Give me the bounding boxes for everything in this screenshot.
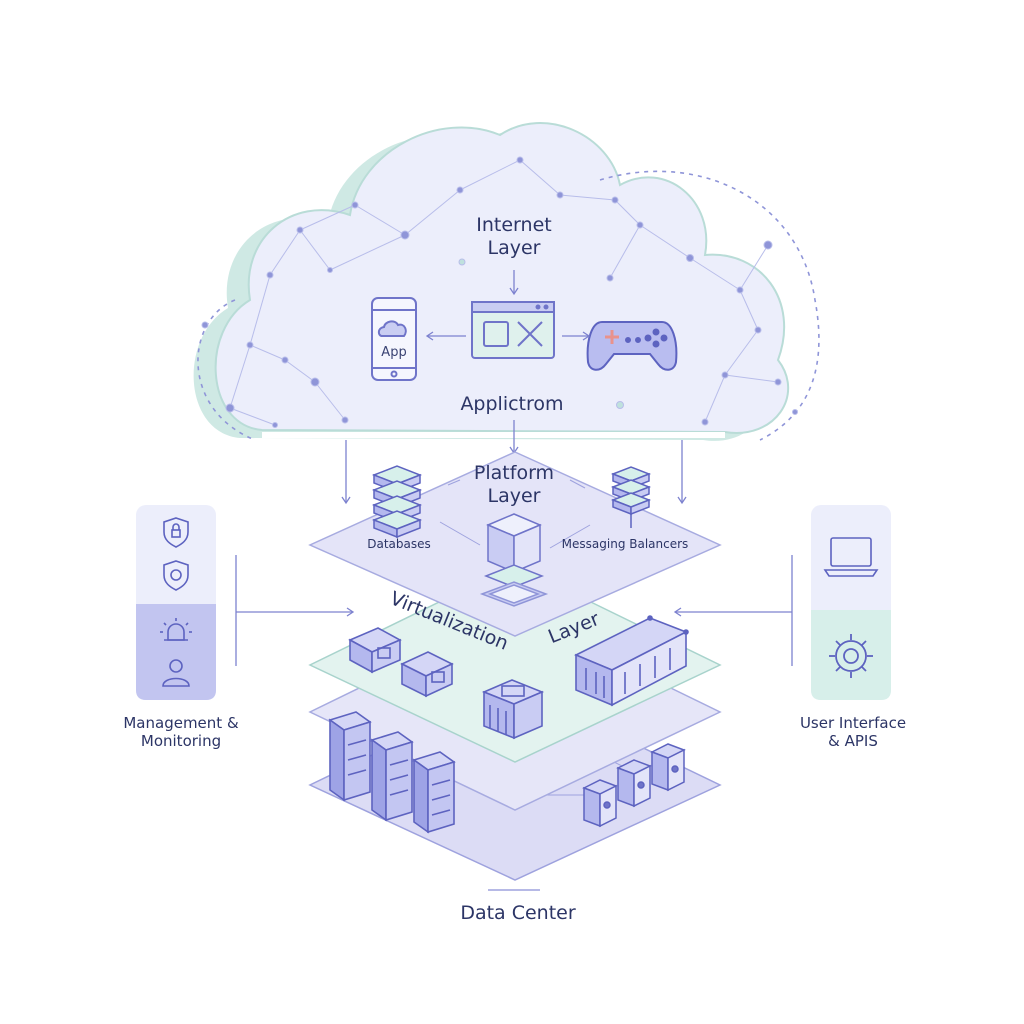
database-stack-icon [371,465,423,539]
browser-window-icon [471,301,555,359]
app-icon-label: App [381,345,407,360]
databases-label: Databases [367,537,431,551]
user-icon [162,659,190,687]
laptop-icon [823,537,879,577]
virtual-machine-icon [400,651,454,698]
chip-icon [481,679,545,740]
internet-layer-label-line1: Internet [476,214,552,236]
platform-layer-label-line1: Platform [473,462,555,484]
management-panel [136,505,216,700]
data-center-label: Data Center [460,902,576,924]
database-stack-icon [610,466,652,528]
user-interface-apis-label: User Interface & APIS [780,714,926,750]
server-rack-icon [370,731,414,822]
platform-layer-label: Platform Layer [444,462,584,508]
user-interface-label-line2: & APIS [828,732,878,750]
internet-cloud [193,122,820,441]
hardware-unit-icon [582,743,686,828]
alarm-icon [160,618,192,641]
application-label: Applictrom [460,393,564,415]
network-constellation [201,156,798,428]
platform-layer-label-line2: Layer [487,484,541,507]
user-interface-label-line1: User Interface [799,714,907,732]
shield-icon [163,560,189,591]
management-label-line1: Management & [123,714,239,732]
cube-icon [479,513,549,607]
internet-layer-label-line2: Layer [487,236,541,259]
container-icon [574,615,689,707]
cloud-flow-arrows [341,270,687,505]
messaging-balancers-label: Messaging Balancers [561,537,689,551]
management-monitoring-label: Management & Monitoring [106,714,256,750]
virtual-machine-icon [348,627,402,674]
management-label-line2: Monitoring [140,732,222,750]
internet-layer-label: Internet Layer [454,214,574,260]
server-rack-icon [328,711,372,802]
shield-lock-icon [163,517,189,548]
mobile-app-icon [371,297,417,381]
gamepad-icon [586,321,678,371]
server-rack-icon [412,751,456,834]
side-connectors [235,555,793,666]
gear-icon [829,634,873,678]
